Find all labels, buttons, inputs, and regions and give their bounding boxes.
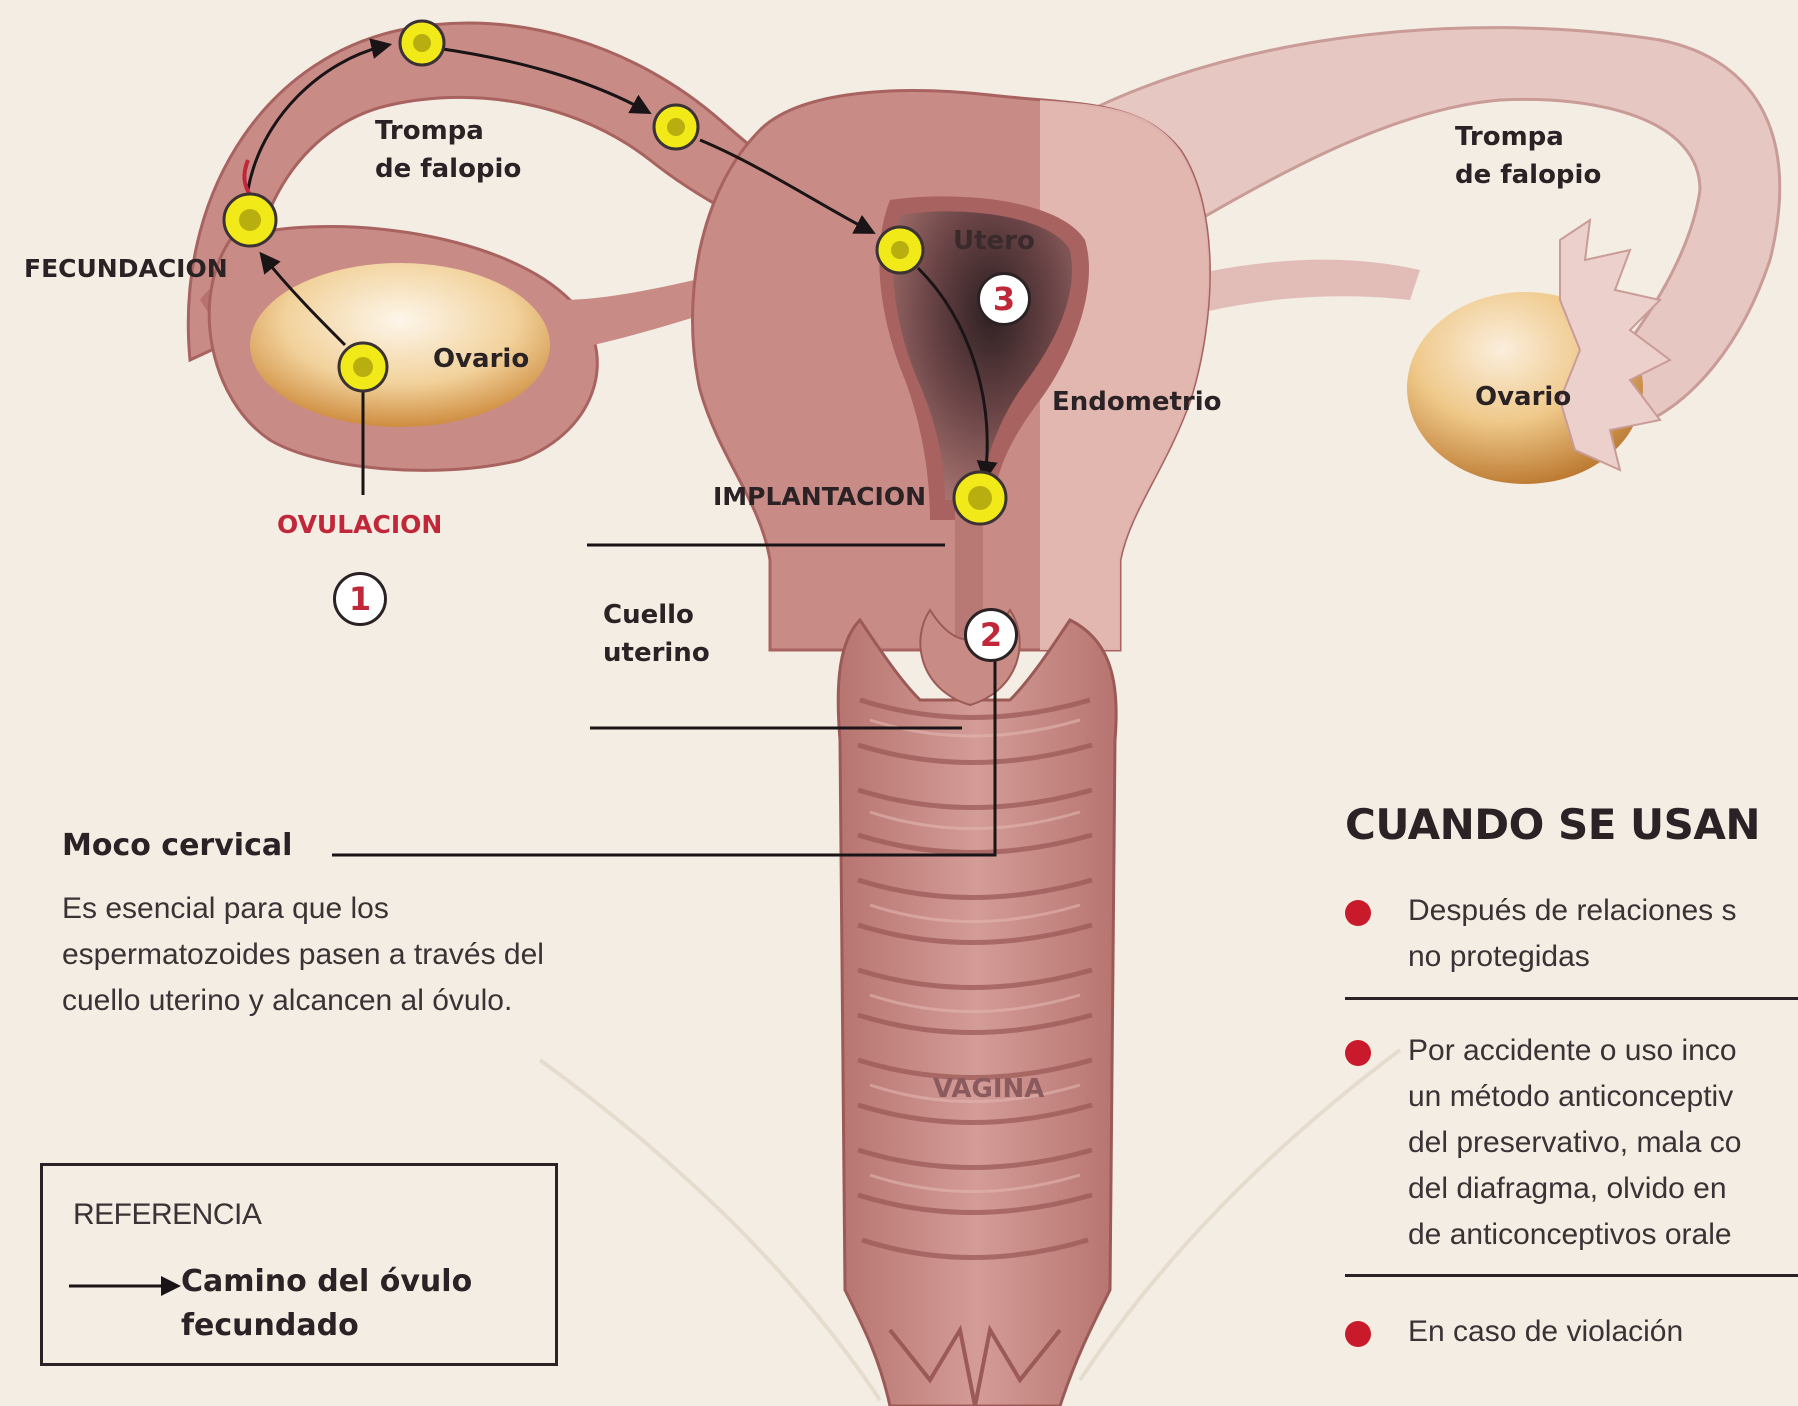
legend-box: REFERENCIA Camino del óvulofecundado: [40, 1163, 558, 1366]
when-used-title: CUANDO SE USAN: [1345, 800, 1760, 849]
bullet-dot-icon: [1345, 900, 1371, 926]
label-vagina: VAGINA: [933, 1070, 1044, 1108]
step-3-badge: 3: [977, 272, 1031, 326]
legend-title: REFERENCIA: [73, 1198, 261, 1232]
label-right-fallopian-tube: Trompade falopio: [1455, 118, 1601, 194]
label-endometrium: Endometrio: [1052, 383, 1222, 421]
path-arrow-icon: [69, 1274, 189, 1298]
legend-item-label: Camino del óvulofecundado: [181, 1260, 472, 1348]
when-used-item: Por accidente o uso inco un método antic…: [1345, 1028, 1798, 1258]
cervical-mucus-description: Es esencial para que los espermatozoides…: [62, 886, 662, 1024]
bullet-dot-icon: [1345, 1321, 1371, 1347]
divider: [1345, 997, 1798, 1000]
label-cervix: Cuellouterino: [603, 596, 710, 672]
when-used-item: En caso de violación: [1345, 1309, 1798, 1359]
label-right-ovary: Ovario: [1475, 378, 1571, 416]
label-implantation: IMPLANTACION: [713, 478, 926, 516]
step-2-badge: 2: [964, 608, 1018, 662]
when-used-item: Después de relaciones s no protegidas: [1345, 888, 1798, 988]
divider: [1345, 1274, 1798, 1277]
step-1-badge: 1: [333, 572, 387, 626]
label-uterus: Utero: [953, 222, 1035, 260]
label-left-fallopian-tube: Trompade falopio: [375, 112, 521, 188]
cervical-mucus-title: Moco cervical: [62, 828, 292, 863]
label-ovulation: OVULACION: [277, 506, 442, 544]
label-fertilization: FECUNDACION: [24, 250, 228, 288]
bullet-dot-icon: [1345, 1040, 1371, 1066]
label-left-ovary: Ovario: [433, 340, 529, 378]
